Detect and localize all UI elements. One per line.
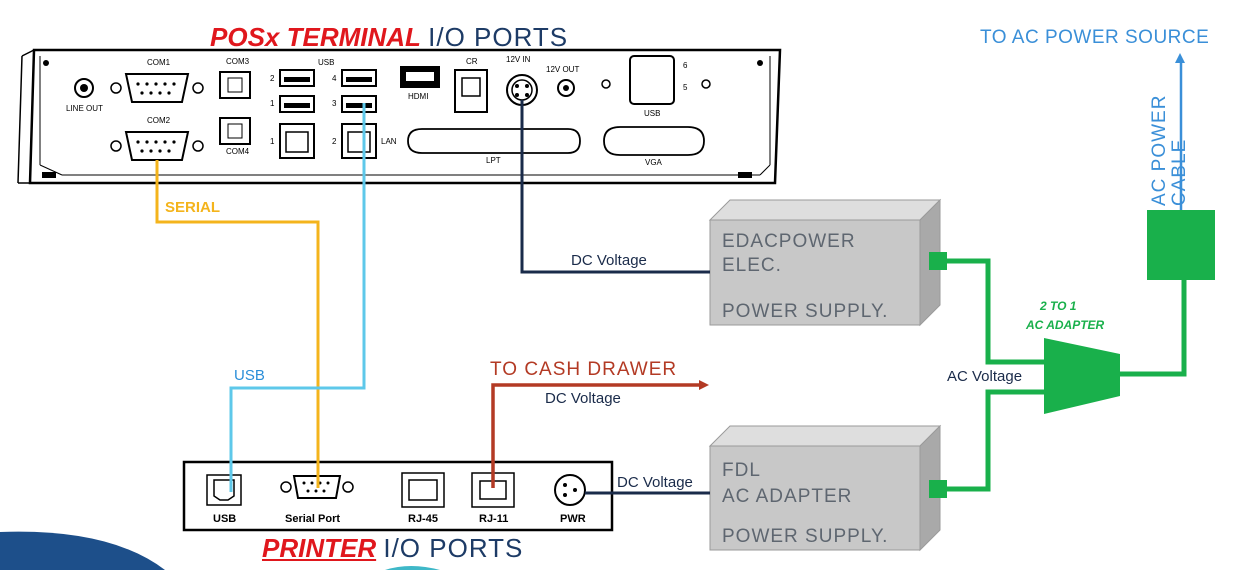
com3-port — [219, 71, 251, 99]
edacpower-supply-box — [708, 198, 947, 327]
fdl-supply-box — [708, 424, 947, 552]
com2-port — [110, 131, 204, 161]
printer-pwr-port — [554, 474, 586, 506]
ac-wire-bottom — [945, 389, 1044, 492]
usb-ports-left — [279, 69, 315, 113]
supply2-line1: FDL — [722, 460, 761, 481]
printer-title-rest: I/O PORTS — [383, 533, 524, 563]
ac-wire-out — [1118, 280, 1187, 377]
printer-label-rj45: RJ-45 — [408, 513, 438, 525]
com4-port — [219, 117, 251, 145]
lan-ports — [279, 123, 377, 159]
dc-voltage-label-drawer: DC Voltage — [545, 390, 621, 407]
printer-label-serial: Serial Port — [285, 513, 341, 525]
dc-voltage-label-top: DC Voltage — [571, 252, 647, 269]
port-label-vga: VGA — [645, 158, 662, 167]
port-label-lan: LAN — [381, 137, 397, 146]
decorative-swoosh — [0, 531, 165, 570]
port-label-com2: COM2 — [147, 116, 171, 125]
usb-right-port — [629, 55, 675, 105]
ac-power-cable-label: AC POWER CABLE — [1149, 76, 1190, 206]
supply2-line3: POWER SUPPLY. — [722, 526, 889, 547]
port-label-com3: COM3 — [226, 57, 250, 66]
com1-port — [110, 73, 204, 103]
ac-wire-top — [945, 258, 1044, 365]
port-label-usb: USB — [318, 58, 335, 67]
supply1-line1: EDACPOWER — [722, 231, 856, 252]
printer-panel — [182, 460, 614, 532]
port-label-usb-1: 1 — [270, 99, 275, 108]
terminal-title-brand: POSx TERMINAL — [210, 22, 421, 52]
usb-ports-right — [341, 69, 377, 113]
supply2-line2: AC ADAPTER — [722, 486, 853, 507]
serial-label: SERIAL — [165, 199, 221, 216]
port-label-usb-right: USB — [644, 109, 661, 118]
supply2-text: FDL AC ADAPTER POWER SUPPLY. — [722, 458, 888, 550]
port-label-5: 5 — [683, 83, 688, 92]
supply1-line2: ELEC. — [722, 255, 782, 276]
12v-out-port — [557, 79, 575, 97]
printer-usb-port — [206, 474, 242, 506]
printer-title: PRINTER I/O PORTS — [262, 533, 523, 564]
ac-voltage-label: AC Voltage — [947, 368, 1023, 385]
adapter-label-line1: 2 TO 1 — [1040, 299, 1077, 313]
decorative-swoosh-accent — [385, 566, 440, 570]
vga-port — [603, 126, 705, 156]
printer-title-brand: PRINTER — [262, 533, 377, 563]
lpt-port — [407, 128, 581, 154]
port-label-12v-in: 12V IN — [506, 55, 531, 64]
printer-label-pwr: PWR — [560, 513, 586, 525]
adapter-label-line2: AC ADAPTER — [1026, 318, 1105, 332]
two-to-one-adapter — [1044, 338, 1120, 414]
serial-wire — [155, 160, 320, 488]
usb-wire-label: USB — [234, 367, 265, 384]
line-out-port — [74, 78, 94, 98]
port-label-usb-4: 4 — [332, 74, 337, 83]
port-label-12v-out: 12V OUT — [546, 65, 580, 74]
port-label-lan-2: 2 — [332, 137, 337, 146]
port-label-cr: CR — [466, 57, 478, 66]
dc-voltage-terminal-wire — [520, 100, 710, 274]
cash-drawer-wire — [491, 380, 709, 488]
printer-rj45-port — [401, 472, 445, 508]
port-label-usb-3: 3 — [332, 99, 337, 108]
port-label-6: 6 — [683, 61, 688, 70]
hdmi-port — [400, 66, 440, 88]
cr-port — [454, 69, 488, 113]
port-label-usb-2: 2 — [270, 74, 275, 83]
usb-wire — [229, 103, 366, 492]
supply1-line3: POWER SUPPLY. — [722, 301, 889, 322]
dc-voltage-label-printer: DC Voltage — [617, 474, 693, 491]
12v-in-port — [506, 74, 538, 106]
supply1-text: EDACPOWER ELEC. POWER SUPPLY. — [722, 230, 888, 324]
to-ac-power-source-label: TO AC POWER SOURCE — [980, 27, 1210, 48]
ac-power-cable-label-line2: CABLE — [1169, 138, 1190, 206]
port-label-lpt: LPT — [486, 156, 501, 165]
port-label-com4: COM4 — [226, 147, 250, 156]
port-label-hdmi: HDMI — [408, 92, 429, 101]
ac-power-cable-label-line1: AC POWER — [1149, 94, 1170, 206]
to-cash-drawer-label: TO CASH DRAWER — [490, 359, 678, 380]
terminal-title: POSx TERMINAL I/O PORTS — [210, 22, 568, 53]
terminal-panel — [17, 48, 782, 185]
port-label-lan-1: 1 — [270, 137, 275, 146]
printer-label-usb: USB — [213, 513, 237, 525]
ac-plug — [1147, 210, 1215, 280]
port-label-com1: COM1 — [147, 58, 171, 67]
terminal-title-rest: I/O PORTS — [428, 22, 569, 52]
port-label-line-out: LINE OUT — [66, 104, 103, 113]
printer-label-rj11: RJ-11 — [479, 513, 509, 525]
